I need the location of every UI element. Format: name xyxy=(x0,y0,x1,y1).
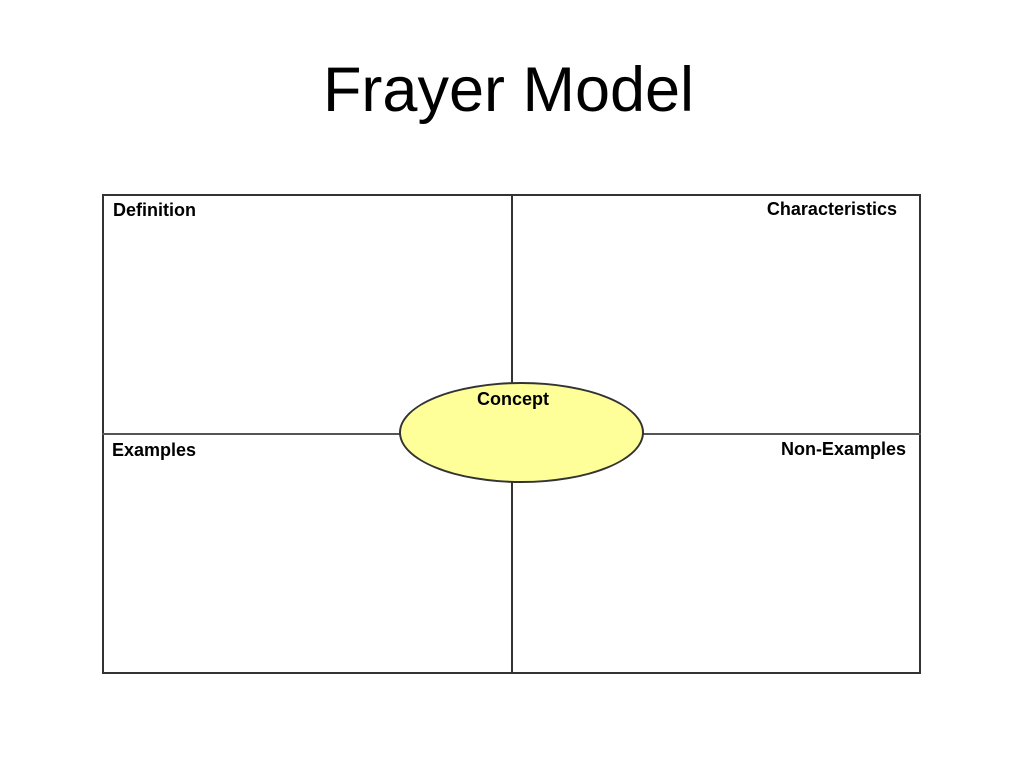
concept-oval xyxy=(399,382,644,483)
concept-label: Concept xyxy=(477,389,549,409)
quadrant-label-definition: Definition xyxy=(113,200,196,220)
quadrant-label-examples: Examples xyxy=(112,440,197,460)
quadrant-label-non-examples: Non-Examples xyxy=(780,439,906,459)
quadrant-label-characteristics: Characteristics xyxy=(766,199,897,219)
slide-title: Frayer Model xyxy=(322,55,695,125)
